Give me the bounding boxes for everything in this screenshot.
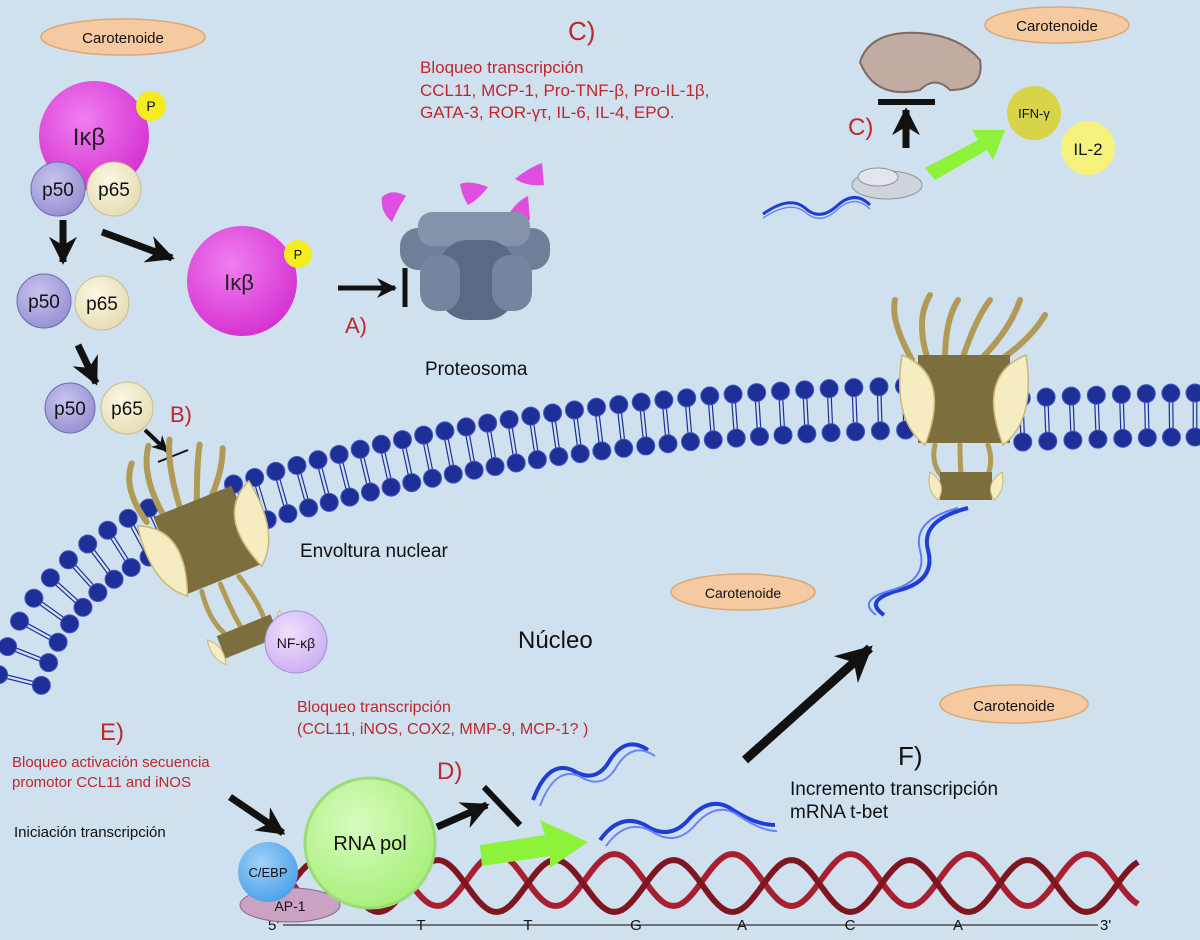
dna-base: A	[953, 917, 963, 934]
label-a: A)	[345, 313, 367, 338]
mrna-strand-shadow	[762, 200, 871, 219]
free-ikb: Iκβ P	[187, 226, 312, 336]
transcription-factor	[851, 167, 923, 200]
inhibition-bar-b	[157, 449, 189, 463]
dna-base: G	[630, 917, 642, 934]
dna-base: T	[523, 917, 532, 934]
carotenoid-badge-top-left: Carotenoide	[40, 18, 206, 56]
green-arrow-transcription	[480, 820, 588, 868]
arrow-e	[228, 794, 286, 836]
label-e: E)	[100, 719, 124, 746]
svg-text:Iκβ: Iκβ	[224, 270, 254, 295]
label-b: B)	[170, 402, 192, 427]
block-c-line2: GATA-3, ROR-γτ, IL-6, IL-4, EPO.	[420, 103, 675, 122]
mrna-strand-upper	[531, 742, 656, 807]
peptide-fragment	[381, 192, 406, 222]
arrow-d	[435, 801, 490, 831]
nucleus-label: Núcleo	[518, 627, 593, 654]
svg-text:p50: p50	[54, 399, 86, 420]
arrow-b	[143, 428, 169, 453]
dna-sequence: 5' 3' T T G A C A	[268, 917, 1111, 934]
mrna-strand-lower	[598, 801, 778, 847]
arrow-release-ikb	[100, 228, 175, 263]
nuclear-envelope-label: Envoltura nuclear	[300, 541, 449, 562]
svg-text:NF-κβ: NF-κβ	[277, 635, 315, 651]
nfkb-nuclear: NF-κβ	[264, 610, 328, 674]
svg-text:p65: p65	[98, 180, 130, 201]
proteasome	[381, 163, 550, 320]
target-protein	[858, 31, 982, 94]
label-c-right: C)	[848, 114, 873, 141]
cebp-factor: C/EBP	[238, 842, 298, 902]
block-c-line1: CCL11, MCP-1, Pro-TNF-β, Pro-IL-1β,	[420, 81, 709, 100]
carotenoid-badge-middle: Carotenoide	[670, 573, 816, 611]
peptide-fragment	[515, 163, 544, 186]
arrow-f	[741, 644, 874, 764]
svg-text:Carotenoide: Carotenoide	[705, 585, 781, 601]
block-d-line1: (CCL11, iNOS, COX2, MMP-9, MCP-1? )	[297, 721, 588, 738]
arrow-dimer-to-pore	[72, 343, 100, 386]
svg-text:AP-1: AP-1	[274, 898, 305, 914]
nuclear-envelope-membrane	[0, 376, 916, 695]
nuclear-pore-right	[891, 292, 1048, 501]
svg-text:P: P	[146, 98, 155, 114]
block-f-line1: Incremento transcripción	[790, 779, 998, 800]
ifn-gamma: IFN-γ	[1007, 86, 1061, 140]
svg-text:p50: p50	[28, 292, 60, 313]
label-f: F)	[898, 741, 923, 771]
carotenoid-badge-top-right: Carotenoide	[984, 6, 1130, 44]
nfkb-dimer-2: p50 p65	[44, 381, 154, 435]
block-e-line2: promotor CCL11 and iNOS	[12, 774, 191, 791]
svg-text:Carotenoide: Carotenoide	[1016, 18, 1098, 35]
block-e-line1: Bloqueo activación secuencia	[12, 754, 210, 771]
block-c-title: Bloqueo transcripción	[420, 58, 583, 77]
peptide-fragment	[460, 182, 488, 205]
nuclear-envelope-membrane-right	[1011, 383, 1200, 452]
mrna-exiting	[867, 506, 969, 617]
svg-text:P: P	[294, 247, 303, 262]
p65-subunit	[86, 161, 142, 217]
block-d-title: Bloqueo transcripción	[297, 699, 451, 716]
svg-text:p50: p50	[42, 180, 74, 201]
svg-text:RNA pol: RNA pol	[333, 833, 406, 855]
il-2: IL-2	[1061, 121, 1115, 175]
svg-text:p65: p65	[86, 294, 118, 315]
green-arrow-cytokines	[925, 130, 1005, 180]
inhibition-bar-d	[481, 784, 523, 828]
p50-subunit	[30, 161, 86, 217]
proteasome-label: Proteosoma	[425, 359, 528, 380]
dna-base: A	[737, 917, 747, 934]
carotenoid-badge-bottom: Carotenoide	[939, 684, 1089, 724]
block-f-line2: mRNA t-bet	[790, 802, 889, 823]
phosphate-group	[136, 91, 166, 121]
dna-base: C	[845, 917, 856, 934]
svg-text:Iκβ: Iκβ	[73, 124, 105, 151]
initiation-label: Iniciación transcripción	[14, 824, 166, 841]
label-c-top: C)	[568, 16, 595, 46]
mrna-strand	[762, 196, 872, 216]
ikb-complex: Iκβ P p50 p65	[30, 81, 166, 217]
svg-text:Carotenoide: Carotenoide	[973, 698, 1055, 715]
dna-base: T	[416, 917, 425, 934]
svg-text:IFN-γ: IFN-γ	[1018, 106, 1050, 121]
label-d: D)	[437, 758, 462, 785]
rna-polymerase: RNA pol	[303, 776, 437, 910]
nfkb-dimer-1: p50 p65	[16, 273, 130, 331]
svg-text:3': 3'	[1100, 917, 1111, 934]
svg-text:5': 5'	[268, 917, 279, 934]
svg-text:IL-2: IL-2	[1073, 140, 1102, 159]
svg-text:p65: p65	[111, 399, 143, 420]
svg-text:Carotenoide: Carotenoide	[82, 30, 164, 47]
svg-text:C/EBP: C/EBP	[248, 865, 287, 880]
